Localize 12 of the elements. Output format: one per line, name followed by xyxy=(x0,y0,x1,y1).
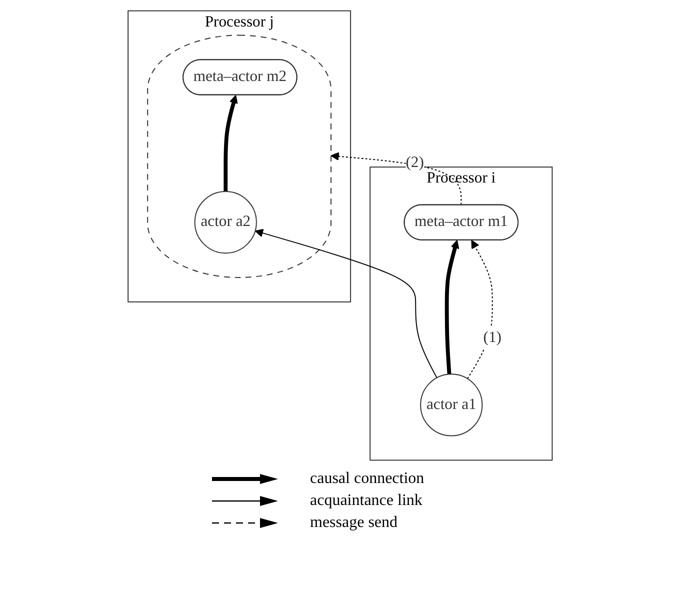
node-circle: actor a1 xyxy=(420,373,483,436)
arrow xyxy=(466,239,493,379)
legend-text: acquaintance link xyxy=(310,492,422,510)
edge-label: (1) xyxy=(483,328,502,346)
legend-text: causal connection xyxy=(310,470,424,488)
arrow xyxy=(330,152,462,205)
legend-text: message send xyxy=(310,514,398,532)
edge-label: (2) xyxy=(406,154,424,170)
arrow xyxy=(254,228,438,378)
node-circle: actor a2 xyxy=(194,190,257,254)
arrow xyxy=(224,94,238,191)
arrow xyxy=(444,239,459,374)
